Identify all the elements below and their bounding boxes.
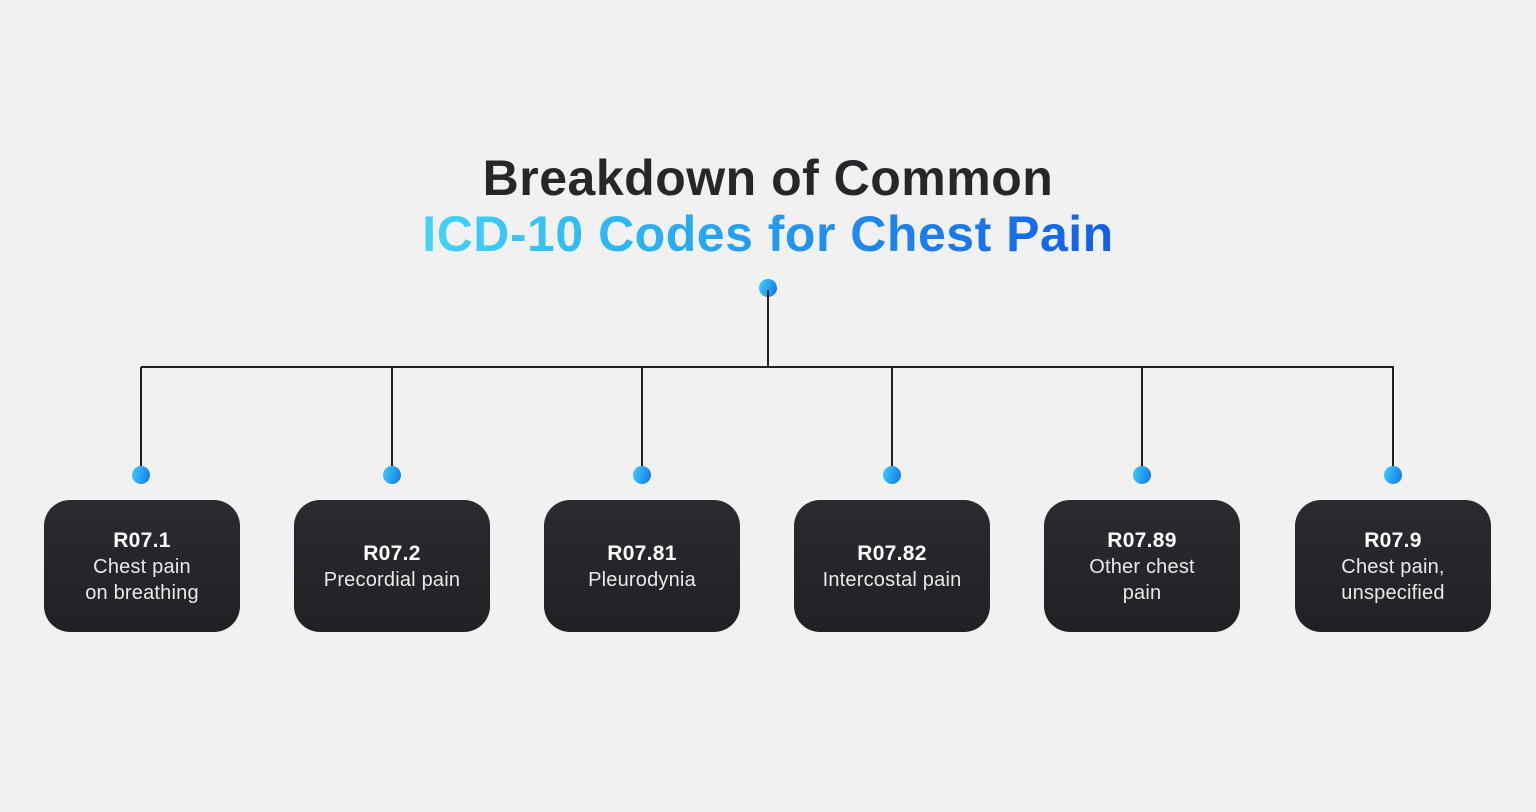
node-dot-2 bbox=[383, 466, 401, 484]
node-dot-6 bbox=[1384, 466, 1402, 484]
branch-horizontal-line bbox=[141, 366, 1394, 368]
node-label: Pleurodynia bbox=[588, 568, 696, 591]
node-label: Intercostal pain bbox=[822, 568, 962, 591]
title-line-2: ICD-10 Codes for Chest Pain bbox=[422, 206, 1114, 262]
node-code: R07.81 bbox=[607, 541, 677, 565]
node-box-r07-81: R07.81 Pleurodynia bbox=[544, 500, 740, 632]
node-label: Precordial pain bbox=[323, 568, 461, 591]
drop-line-6 bbox=[1392, 367, 1394, 468]
node-code: R07.2 bbox=[363, 541, 421, 565]
drop-line-4 bbox=[891, 367, 893, 468]
node-dot-4 bbox=[883, 466, 901, 484]
root-dot bbox=[759, 279, 777, 297]
node-dot-3 bbox=[633, 466, 651, 484]
node-box-r07-89: R07.89 Other chest pain bbox=[1044, 500, 1240, 632]
node-box-r07-1: R07.1 Chest pain on breathing bbox=[44, 500, 240, 632]
drop-line-5 bbox=[1141, 367, 1143, 468]
drop-line-2 bbox=[391, 367, 393, 468]
node-code: R07.82 bbox=[857, 541, 927, 565]
node-dot-5 bbox=[1133, 466, 1151, 484]
drop-line-3 bbox=[641, 367, 643, 468]
node-box-r07-9: R07.9 Chest pain, unspecified bbox=[1295, 500, 1491, 632]
node-code: R07.89 bbox=[1107, 528, 1177, 552]
title-line-1: Breakdown of Common bbox=[482, 150, 1054, 206]
node-box-r07-2: R07.2 Precordial pain bbox=[294, 500, 490, 632]
node-box-r07-82: R07.82 Intercostal pain bbox=[794, 500, 990, 632]
node-label: Other chest pain bbox=[1089, 555, 1195, 604]
node-label: Chest pain, unspecified bbox=[1341, 555, 1445, 604]
page-title: Breakdown of Common ICD-10 Codes for Che… bbox=[0, 150, 1536, 262]
node-label: Chest pain on breathing bbox=[85, 555, 199, 604]
node-code: R07.1 bbox=[113, 528, 171, 552]
node-dot-1 bbox=[132, 466, 150, 484]
root-stem-line bbox=[767, 290, 769, 367]
node-code: R07.9 bbox=[1364, 528, 1422, 552]
drop-line-1 bbox=[140, 367, 142, 468]
